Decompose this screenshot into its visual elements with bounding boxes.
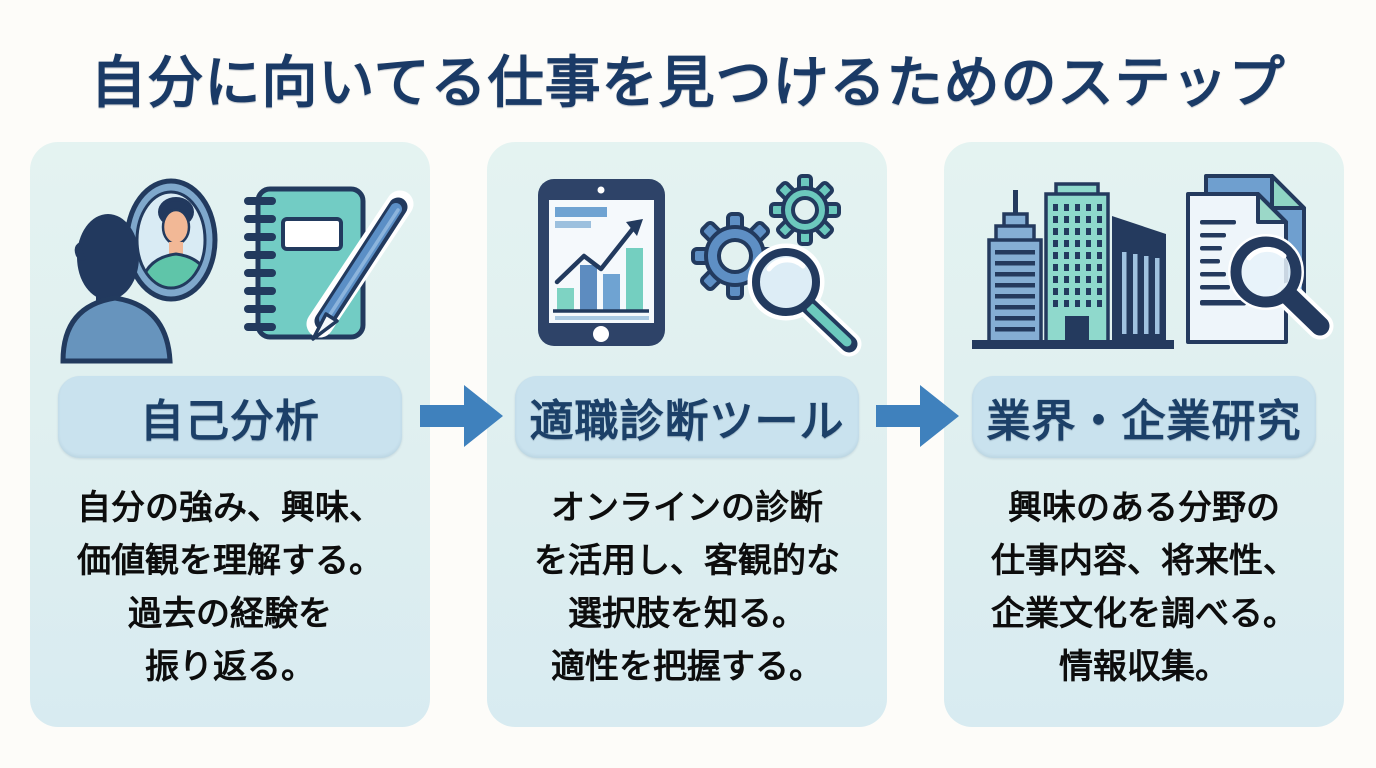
pen-icon [306, 190, 414, 341]
buildings-icon [972, 182, 1174, 349]
step-description-aptitude-tool: オンラインの診断 を活用し、客観的な 選択肢を知る。 適性を把握する。 [534, 488, 840, 688]
person-mirror-icon [60, 178, 218, 364]
aptitude-tool-illustration [538, 174, 862, 357]
right-arrow-icon [420, 385, 503, 447]
step-label-industry-research: 業界・企業研究 [972, 376, 1316, 458]
notebook-pen-icon [244, 186, 414, 341]
documents-magnifier-icon [1186, 174, 1334, 344]
self-analysis-illustration [60, 178, 414, 364]
step-label-aptitude-tool: 適職診断ツール [515, 376, 859, 458]
tablet-chart-icon [538, 179, 665, 346]
step-label-self-analysis: 自己分析 [58, 376, 402, 458]
step-description-self-analysis: 自分の強み、興味、 価値観を理解する。 過去の経験を 振り返る。 [77, 488, 383, 688]
page-title: 自分に向いてる仕事を見つけるためのステップ [90, 51, 1286, 116]
step-card-self-analysis: 自己分析 自分の強み、興味、 価値観を理解する。 過去の経験を 振り返る。 [30, 142, 430, 727]
right-arrow-icon [876, 385, 959, 447]
step-card-industry-research: 業界・企業研究 興味のある分野の 仕事内容、将来性、 企業文化を調べる。 情報収… [944, 142, 1344, 727]
gears-magnifier-icon [691, 174, 862, 357]
step-card-aptitude-tool: 適職診断ツール オンラインの診断 を活用し、客観的な 選択肢を知る。 適性を把握… [487, 142, 887, 727]
industry-research-illustration [972, 174, 1334, 349]
step-description-industry-research: 興味のある分野の 仕事内容、将来性、 企業文化を調べる。 情報収集。 [991, 488, 1297, 688]
